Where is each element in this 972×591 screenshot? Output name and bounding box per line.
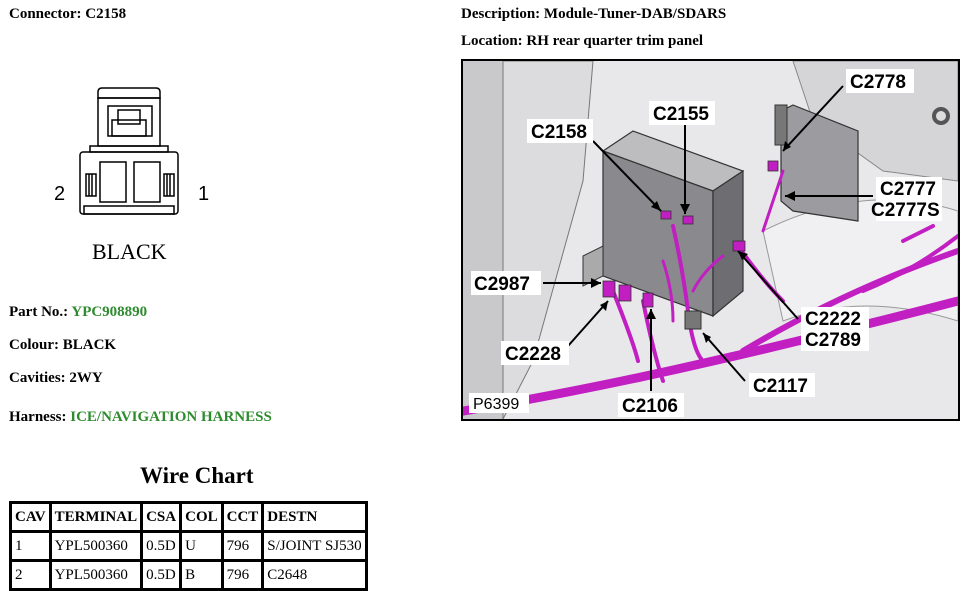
col-header-cct: CCT (220, 501, 265, 533)
callout-c2777s: C2777S (871, 200, 940, 221)
cell-col: B (179, 559, 224, 591)
callout-c2778: C2778 (850, 72, 906, 93)
cell-cct: 796 (220, 559, 265, 591)
pin-2-label: 2 (54, 183, 66, 205)
cell-destn: C2648 (261, 559, 368, 591)
cell-cav: 2 (9, 559, 52, 591)
connector-face-diagram (79, 87, 179, 215)
location-illustration: C2158 C2155 C2778 C2777 C2777S C2987 C22… (463, 61, 958, 419)
table-row: 2 YPL500360 0.5D B 796 C2648 (9, 559, 368, 591)
harness: Harness: ICE/NAVIGATION HARNESS (9, 409, 272, 425)
cell-terminal: YPL500360 (48, 559, 144, 591)
col-header-col: COL (179, 501, 224, 533)
wire-chart-title: Wire Chart (140, 463, 254, 488)
cell-csa: 0.5D (140, 559, 183, 591)
callout-c2117: C2117 (753, 376, 808, 397)
callout-c2789: C2789 (805, 330, 861, 351)
col-header-csa: CSA (140, 501, 183, 533)
table-row: 1 YPL500360 0.5D U 796 S/JOINT SJ530 (9, 530, 368, 562)
connector-id: Connector: C2158 (9, 6, 127, 22)
callout-c2106: C2106 (622, 396, 678, 417)
figure-code: P6399 (473, 396, 519, 413)
callout-c2155: C2155 (653, 104, 709, 125)
cell-terminal: YPL500360 (48, 530, 144, 562)
location-figure: C2158 C2155 C2778 C2777 C2777S C2987 C22… (461, 59, 960, 421)
callout-c2158: C2158 (531, 122, 587, 143)
cavities: Cavities: 2WY (9, 370, 103, 386)
callout-c2777: C2777 (880, 179, 936, 200)
cell-col: U (179, 530, 224, 562)
location: Location: RH rear quarter trim panel (461, 33, 704, 49)
cell-destn: S/JOINT SJ530 (261, 530, 368, 562)
part-number: Part No.: YPC908890 (9, 304, 148, 320)
callout-c2222: C2222 (805, 309, 861, 330)
callout-c2987: C2987 (474, 274, 530, 295)
colour: Colour: BLACK (9, 337, 117, 353)
wire-chart-table: CAV TERMINAL CSA COL CCT DESTN 1 YPL5003… (9, 501, 368, 591)
cell-cav: 1 (9, 530, 52, 562)
cell-cct: 796 (220, 530, 265, 562)
connector-colour-caption: BLACK (92, 239, 167, 264)
wire-chart-header-row: CAV TERMINAL CSA COL CCT DESTN (9, 501, 368, 533)
callout-c2228: C2228 (505, 344, 561, 365)
col-header-terminal: TERMINAL (48, 501, 144, 533)
col-header-cav: CAV (9, 501, 52, 533)
description: Description: Module-Tuner-DAB/SDARS (461, 6, 727, 22)
pin-1-label: 1 (198, 183, 210, 205)
cell-csa: 0.5D (140, 530, 183, 562)
col-header-destn: DESTN (261, 501, 368, 533)
